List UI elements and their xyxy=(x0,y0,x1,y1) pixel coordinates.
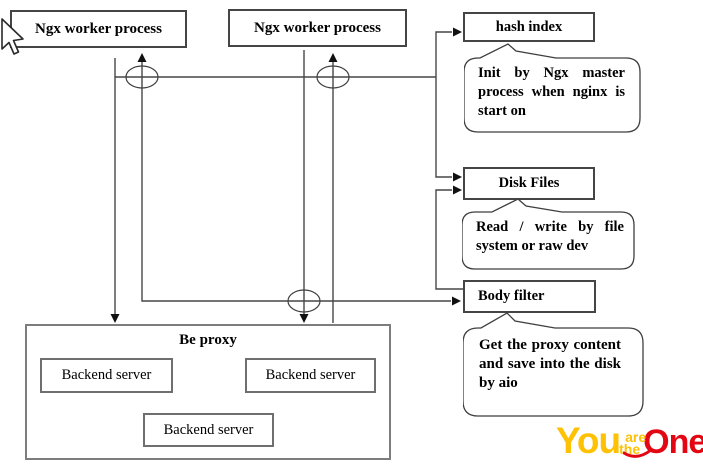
worker-process-label-2: Ngx worker process xyxy=(254,19,381,36)
backend-server-box-1: Backend server xyxy=(40,358,173,393)
arrow-up-into-worker2 xyxy=(328,53,338,62)
arrow-into-diskfiles-2 xyxy=(453,185,462,195)
disk-files-note: Read / write by file system or raw dev xyxy=(476,219,624,254)
be-proxy-label: Be proxy xyxy=(179,332,237,348)
disk-files-label: Disk Files xyxy=(498,175,560,191)
logo-are-the: are the xyxy=(619,429,653,458)
line-bodyfilter-to-diskfiles xyxy=(435,189,463,290)
crossing-ellipse-bottom xyxy=(287,289,321,313)
arrow-down-into-proxy-right xyxy=(299,314,309,323)
arrow-down-into-proxy-left xyxy=(110,314,120,323)
backend-server-box-3: Backend server xyxy=(143,413,274,447)
crossing-ellipse-top-left xyxy=(125,65,159,89)
body-filter-label: Body filter xyxy=(478,288,545,304)
hash-index-note: Init by Ngx master process when nginx is… xyxy=(478,65,625,119)
logo-are: are xyxy=(625,429,647,445)
arrow-into-bodyfilter xyxy=(452,296,461,306)
logo-you: You xyxy=(556,420,621,461)
hash-index-box: hash index xyxy=(463,12,595,42)
crossing-ellipse-top-right xyxy=(316,65,350,89)
disk-files-callout-bubble xyxy=(462,198,635,270)
arrow-up-into-worker1 xyxy=(137,53,147,62)
worker-process-box-2: Ngx worker process xyxy=(228,9,407,47)
body-filter-callout-bubble xyxy=(463,312,644,417)
hash-index-label: hash index xyxy=(495,18,563,35)
worker-process-label-1: Ngx worker process xyxy=(35,20,162,37)
backend-server-box-2: Backend server xyxy=(245,358,376,393)
body-filter-box: Body filter xyxy=(463,280,596,313)
arrow-into-diskfiles-1 xyxy=(453,172,462,182)
backend-server-label-2: Backend server xyxy=(265,367,356,383)
worker-process-box-1: Ngx worker process xyxy=(10,10,187,48)
line-bottom-bus-to-bodyfilter xyxy=(141,61,451,302)
mouse-cursor-icon xyxy=(1,18,24,55)
logo-swoosh-icon xyxy=(623,448,653,458)
logo-one: One xyxy=(643,423,703,461)
line-spine-to-diskfiles xyxy=(435,77,452,178)
watermark-logo: You are the One xyxy=(556,422,703,459)
backend-server-label-3: Backend server xyxy=(163,421,254,438)
hash-index-callout-bubble xyxy=(464,43,641,133)
disk-files-box: Disk Files xyxy=(463,167,595,200)
backend-server-label-1: Backend server xyxy=(61,367,152,383)
body-filter-note: Get the proxy content and save into the … xyxy=(479,337,621,391)
arrow-into-hashindex xyxy=(453,27,462,37)
line-spine-to-hashindex xyxy=(435,31,452,77)
